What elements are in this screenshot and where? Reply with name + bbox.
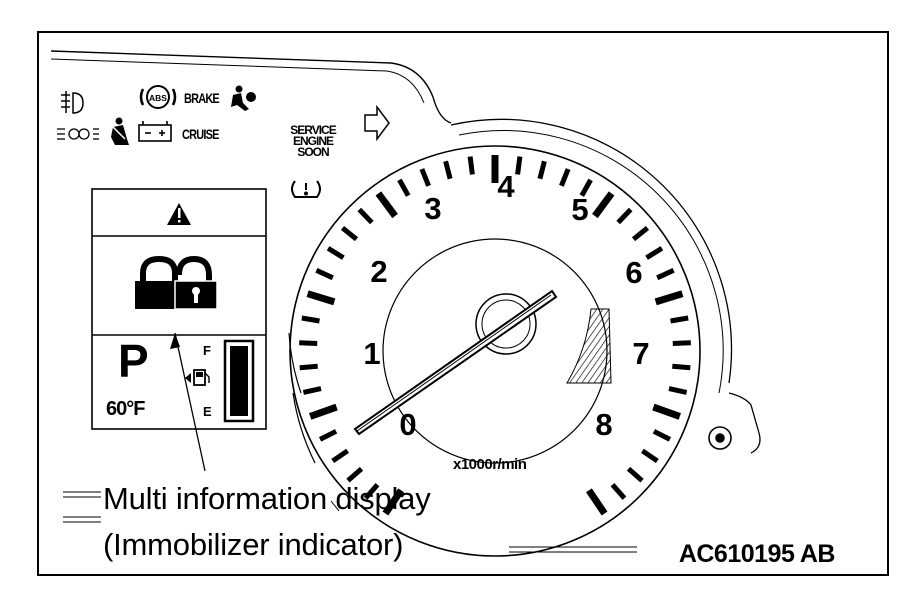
tach-numeral-3: 3: [424, 191, 442, 226]
tach-tick: [306, 290, 336, 306]
tach-tick: [626, 466, 644, 483]
brake-warning-label: BRAKE: [184, 90, 220, 106]
callout-title: Multi information display: [103, 481, 431, 516]
tach-tick: [375, 191, 398, 219]
tach-tick: [610, 483, 627, 500]
tach-tick: [340, 225, 359, 242]
gear-position: P: [118, 335, 149, 387]
fuel-gauge-outline: [223, 339, 255, 423]
tach-tick: [443, 160, 453, 180]
diagram-frame: ABS: [37, 31, 889, 576]
abs-label: ABS: [149, 93, 167, 103]
seatbelt-icon: [111, 117, 129, 145]
cluster-bezel: [50, 50, 761, 512]
tach-tick: [309, 403, 338, 420]
tach-tick: [670, 315, 689, 324]
battery-icon: [138, 121, 172, 142]
tach-tick: [586, 488, 608, 516]
tach-tick-marks: [299, 155, 691, 516]
multi-info-display-frame: [91, 188, 267, 430]
instrument-cluster-drawing: ABS: [50, 50, 761, 557]
turn-signal-arrow-icon: [364, 104, 390, 142]
callout-leader: [170, 332, 206, 472]
tach-tick: [326, 246, 345, 260]
fuel-full-label: F: [203, 343, 211, 358]
redzone-hatch: [566, 308, 612, 384]
tach-tick: [397, 178, 411, 197]
tach-tick: [631, 225, 650, 242]
trip-reset-knob: [708, 426, 732, 450]
outside-temperature: 60°F: [106, 398, 145, 420]
service-word: SERVICE: [290, 123, 336, 137]
tach-tick: [652, 429, 672, 442]
tach-tick: [640, 448, 659, 463]
service-engine-soon-label: SERVICE ENGINE SOON: [283, 123, 343, 159]
tach-tick: [668, 386, 688, 395]
tach-tick: [559, 168, 571, 187]
tach-tick: [672, 340, 691, 346]
tach-tick: [331, 448, 350, 463]
tach-numeral-1: 1: [363, 336, 381, 371]
abs-icon: ABS: [139, 85, 177, 109]
callout-subtitle: (Immobilizer indicator): [103, 527, 404, 562]
tach-tick: [382, 488, 404, 516]
cruise-indicator-label: CRUISE: [182, 126, 219, 142]
tach-numeral-7: 7: [632, 336, 650, 371]
tach-numeral-8: 8: [595, 407, 613, 442]
fuel-empty-label: E: [203, 404, 212, 419]
tach-numeral-0: 0: [399, 407, 417, 442]
fog-light-icon: [61, 91, 84, 114]
soon-word: SOON: [297, 145, 329, 159]
fuel-pump-icon: [185, 369, 210, 386]
tach-tick: [654, 290, 684, 306]
tachometer: [289, 145, 701, 557]
warning-triangle-icon: [167, 203, 191, 225]
tach-tick: [645, 246, 664, 260]
tach-tick: [537, 160, 547, 180]
tach-tick: [579, 178, 593, 197]
tach-numeral-2: 2: [370, 254, 388, 289]
position-light-icon: [57, 128, 99, 140]
engine-word: ENGINE: [292, 134, 334, 148]
tach-tick: [467, 156, 475, 175]
fuel-gauge-fill: [230, 346, 248, 416]
immobilizer-lock-icon: [135, 255, 218, 310]
tach-tick: [299, 340, 318, 346]
tach-numeral-6: 6: [625, 255, 643, 290]
tach-numeral-5: 5: [571, 192, 589, 227]
tach-tick: [318, 429, 338, 442]
tach-tick: [302, 386, 322, 395]
tach-unit-label: x1000r/min: [453, 456, 527, 473]
tach-tick: [672, 363, 691, 371]
tach-numeral-4: 4: [497, 169, 515, 204]
tach-tick: [301, 315, 320, 324]
tach-tick: [299, 363, 318, 371]
figure-id: AC610195 AB: [678, 540, 836, 568]
tach-tick: [656, 268, 675, 281]
tach-tick: [346, 466, 364, 483]
tach-tick: [616, 207, 633, 225]
tach-tick: [592, 191, 615, 219]
tach-needle: [353, 289, 558, 436]
tach-tick: [315, 268, 334, 281]
tire-pressure-icon: [291, 180, 321, 198]
airbag-icon: [231, 85, 256, 111]
tach-tick: [357, 207, 374, 225]
callout-underlines: [63, 491, 637, 553]
tach-tick: [419, 168, 431, 187]
tach-tick: [363, 483, 380, 500]
tach-tick: [652, 403, 681, 420]
tach-tick: [515, 156, 523, 175]
